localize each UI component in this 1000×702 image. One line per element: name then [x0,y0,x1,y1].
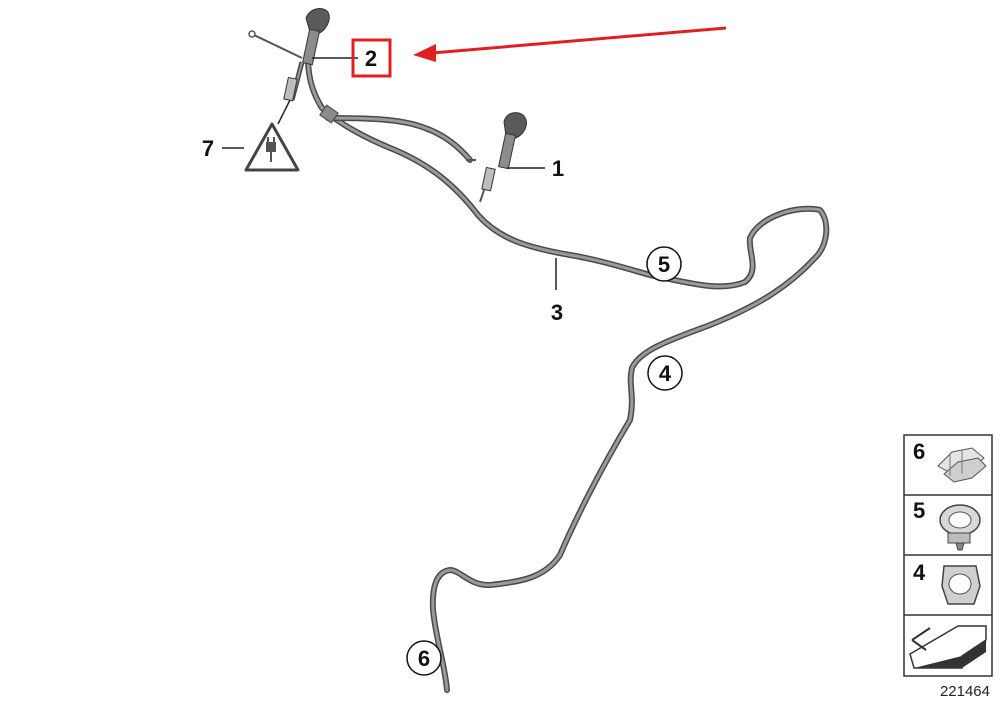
hose-holder-icon [941,565,981,605]
legend-item-4[interactable]: 4 [913,560,981,605]
washer-nozzle-2[interactable] [283,8,330,102]
branch-hose [319,104,473,163]
hose-clip-icon [939,504,981,551]
circled-callout-5[interactable]: 5 [646,246,682,282]
legend-item-5[interactable]: 5 [913,498,981,551]
callout-3[interactable]: 3 [551,300,563,325]
callout-7[interactable]: 7 [202,136,214,161]
leader-lines [222,57,557,290]
washer-nozzle-1[interactable] [479,112,527,203]
arrow-shaft [431,26,727,55]
t-connector [319,104,339,124]
legend-item-arrow[interactable] [909,625,987,669]
callout-1[interactable]: 1 [552,156,564,181]
highlight-box [351,38,392,78]
reference-number: 221464 [940,683,990,700]
electrical-warning-icon [244,122,300,172]
arrow-head-icon [413,44,436,62]
legend-number-5: 5 [913,498,925,523]
legend-number-6: 6 [913,439,925,464]
washer-hose [305,55,830,693]
callout-6: 6 [418,646,430,671]
callout-5: 5 [658,252,670,277]
arrow-icon [909,625,987,669]
hose-clamp-icon [937,447,987,483]
circled-callout-6[interactable]: 6 [406,640,442,676]
circled-callout-4[interactable]: 4 [647,355,683,391]
callout-4: 4 [659,361,672,386]
callout-2[interactable]: 2 [365,46,377,71]
legend-number-4: 4 [913,560,926,585]
wire-rod [248,30,476,161]
legend-panel: 6 5 4 [903,434,993,677]
legend-item-6[interactable]: 6 [913,439,987,483]
highlight-marker [351,26,727,78]
